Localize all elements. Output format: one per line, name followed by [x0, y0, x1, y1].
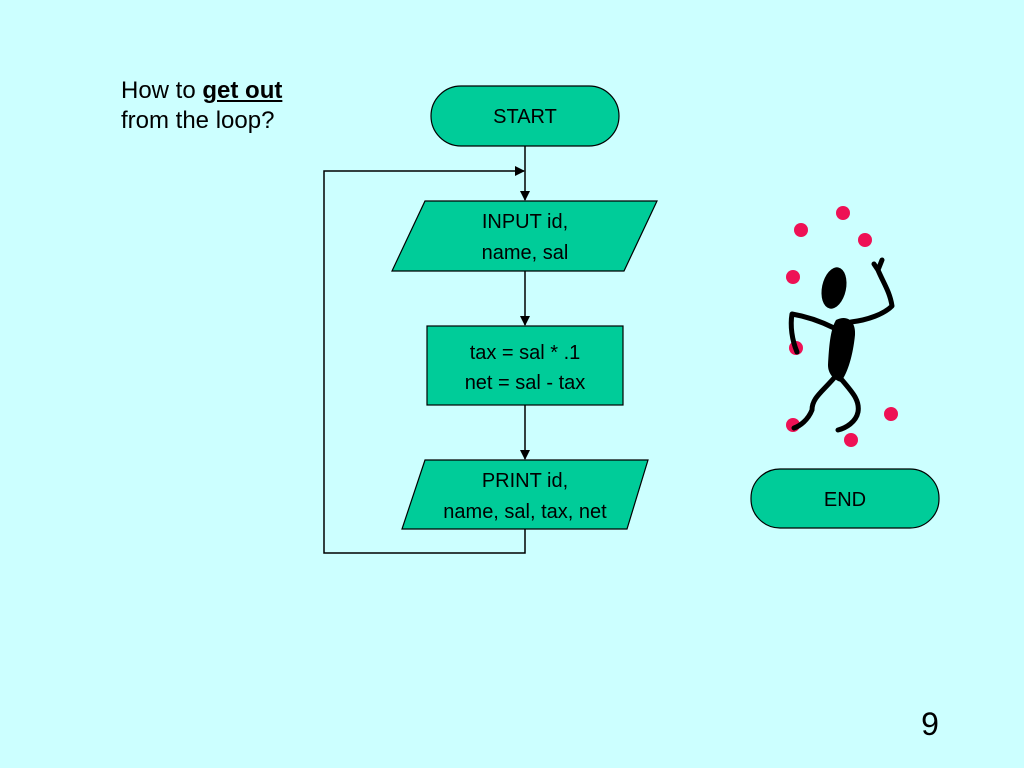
- process-box: [426, 325, 624, 406]
- input-parallelogram: [391, 200, 658, 272]
- page-number: 9: [921, 706, 939, 742]
- juggling-ball: [884, 407, 898, 421]
- juggling-ball: [836, 206, 850, 220]
- loop-back-arrow: [323, 166, 526, 554]
- figure-left-leg: [791, 375, 837, 431]
- juggling-ball: [794, 223, 808, 237]
- question-emphasis: get out: [202, 77, 283, 104]
- input-line-1: INPUT id,: [482, 211, 568, 233]
- start-terminator: [430, 85, 620, 147]
- figure-right-arm: [848, 257, 895, 325]
- question-line2: from the loop?: [121, 107, 275, 134]
- process-line-2: net = sal - tax: [465, 372, 586, 394]
- juggling-ball: [844, 433, 858, 447]
- juggling-ball: [858, 233, 872, 247]
- figure-torso: [828, 317, 856, 382]
- process-line-1: tax = sal * .1: [470, 342, 581, 364]
- end-terminator: [750, 468, 940, 529]
- figure-head: [821, 267, 847, 309]
- start-label: START: [493, 106, 557, 128]
- question-text: How to get out from the loop?: [121, 76, 282, 136]
- figure-left-arm: [788, 311, 837, 355]
- figure-right-leg: [835, 377, 861, 433]
- output-line-2: name, sal, tax, net: [443, 501, 607, 523]
- end-label: END: [824, 489, 866, 511]
- input-line-2: name, sal: [482, 242, 569, 264]
- output-parallelogram: [401, 459, 649, 530]
- output-line-1: PRINT id,: [482, 470, 568, 492]
- stick-figure: [788, 257, 895, 433]
- juggling-balls: [786, 206, 898, 447]
- question-prefix: How to: [121, 77, 203, 104]
- juggler-clipart: [786, 206, 898, 447]
- juggling-ball: [786, 270, 800, 284]
